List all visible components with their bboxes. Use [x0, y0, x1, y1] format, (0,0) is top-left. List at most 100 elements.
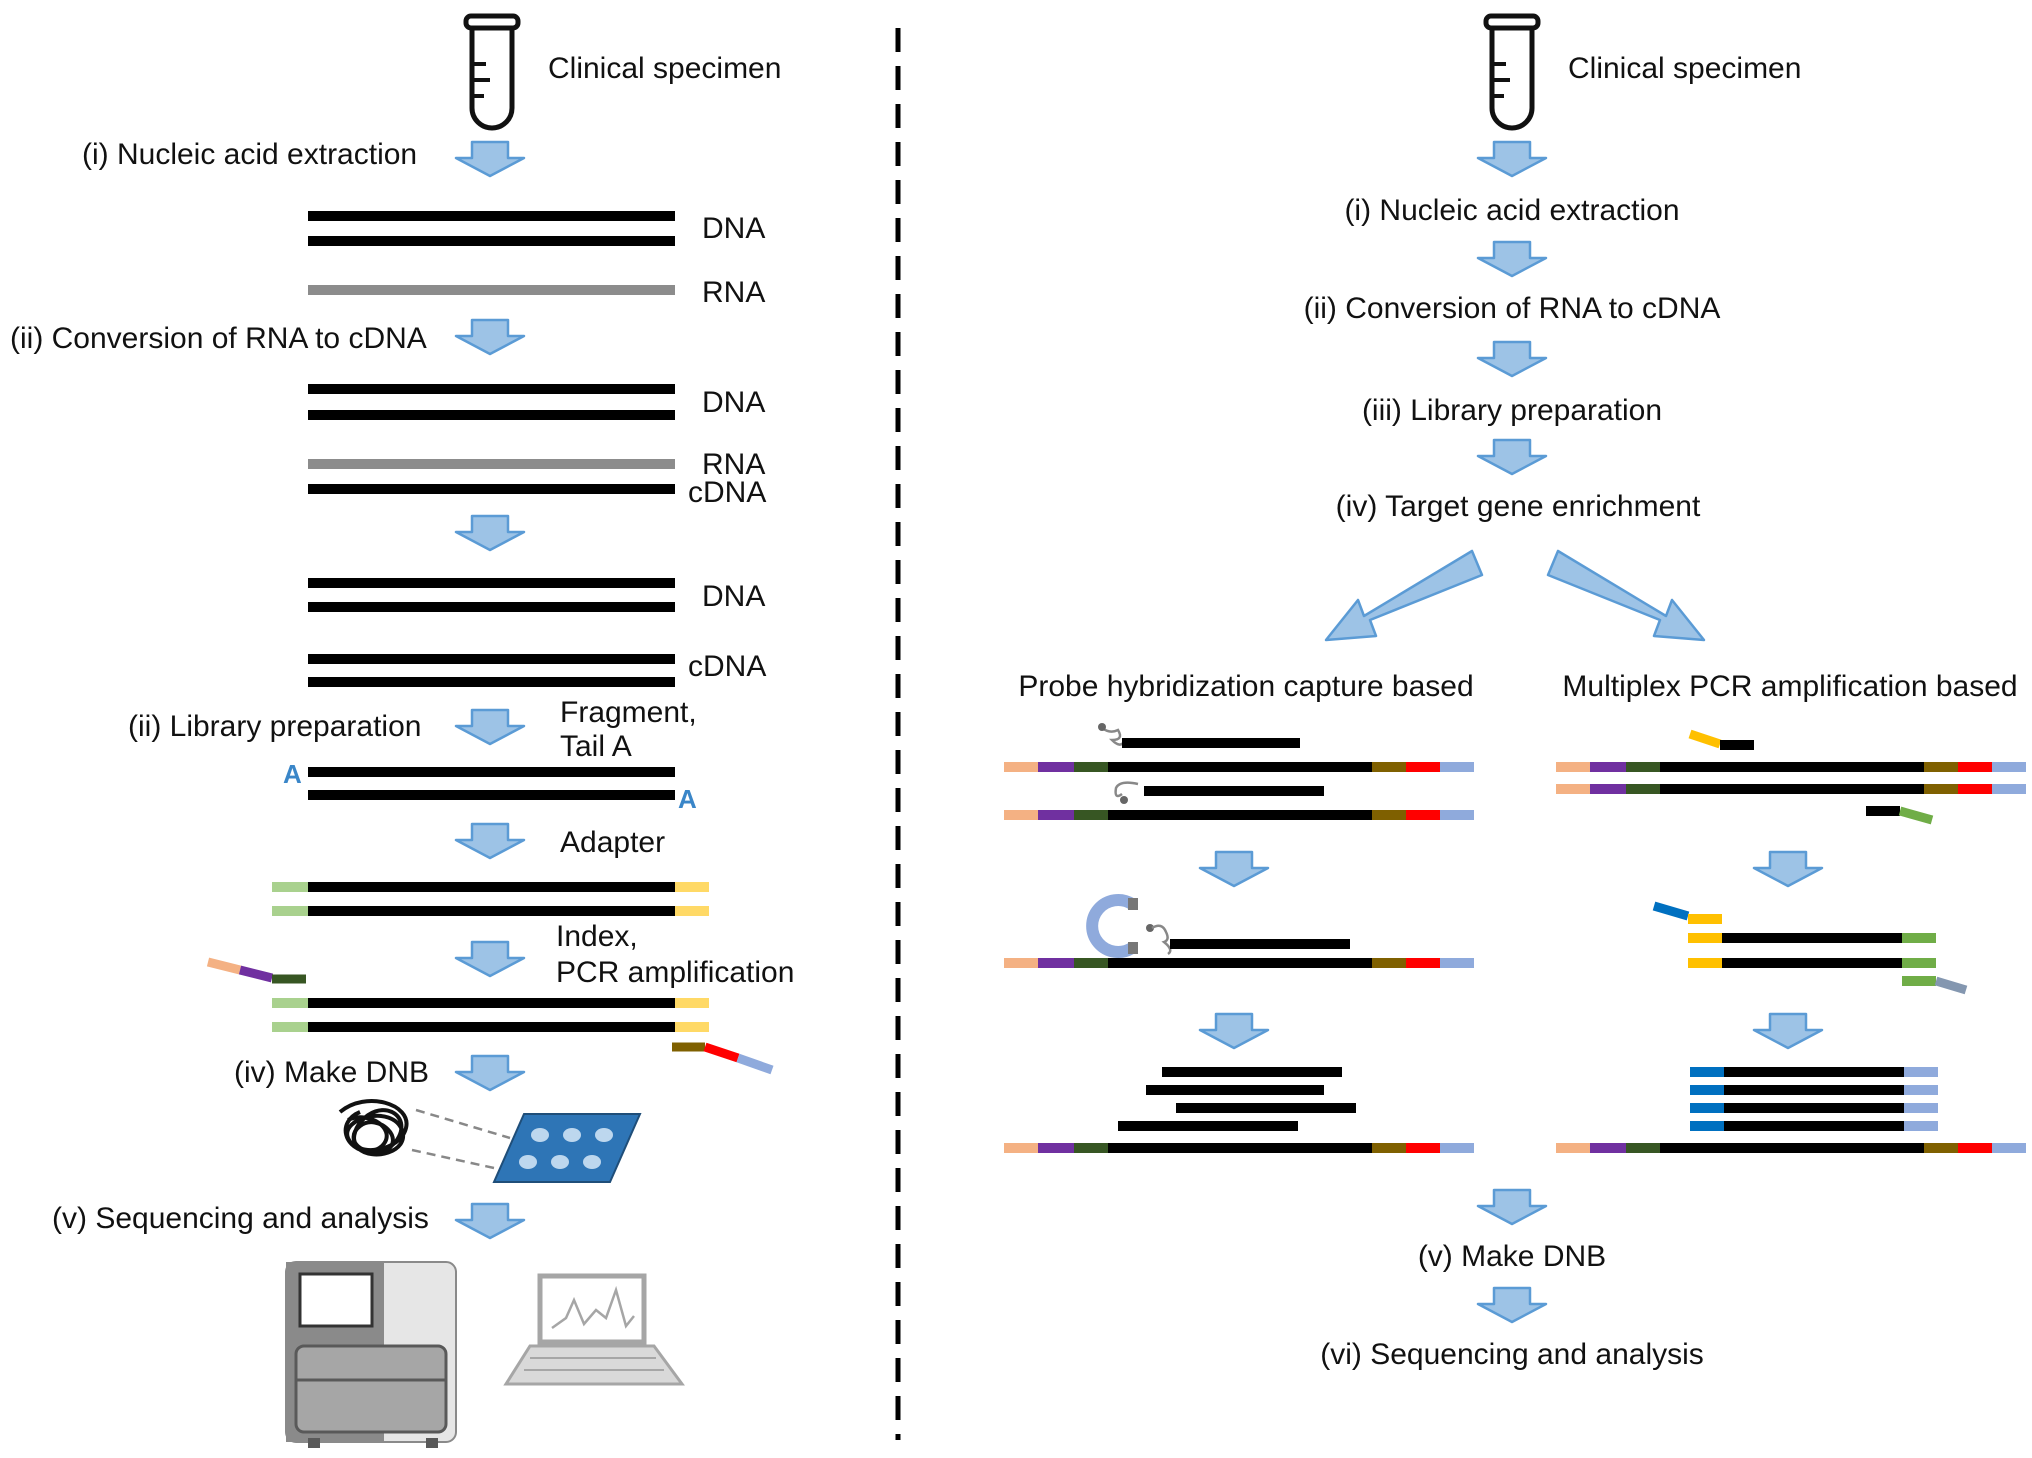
fragment-segment: [1108, 958, 1372, 968]
probe-tail: [1114, 781, 1139, 798]
fragment-segment: [1626, 784, 1660, 794]
right-step1-label: (i) Nucleic acid extraction: [1344, 194, 1679, 227]
adapter-right: [675, 998, 709, 1008]
dnb-ball-icon: [338, 1099, 409, 1157]
dna-strand: [308, 602, 675, 612]
rna-label: RNA: [702, 276, 765, 309]
fragment-segment: [1074, 958, 1108, 968]
library-fragment: [1004, 958, 1474, 968]
fragment-segment: [1372, 958, 1406, 968]
pcr-primer: [1688, 729, 1754, 750]
test-tube-icon: [466, 16, 518, 128]
fragment-segment: [1924, 784, 1958, 794]
left-step4-label: (iv) Make DNB: [234, 1056, 429, 1089]
library-fragment: [1004, 810, 1474, 820]
fragment-segment: [1556, 784, 1590, 794]
dna-label: DNA: [702, 580, 765, 613]
flow-arrow-icon: [1752, 850, 1824, 888]
fragment-segment: [1038, 958, 1074, 968]
captured-strand: [1146, 1085, 1324, 1095]
fragment-segment: [1406, 1143, 1440, 1153]
flow-arrow-icon: [454, 514, 526, 552]
fragment-segment: [1004, 810, 1038, 820]
fragment-segment: [1372, 1143, 1406, 1153]
probe-bead: [1098, 723, 1106, 731]
cdna-strand: [308, 677, 675, 687]
amplicon-segment: [1690, 1103, 1724, 1113]
fragment-segment: [1440, 810, 1474, 820]
amplicon-strand: [1722, 933, 1902, 943]
fragment-segment: [1440, 1143, 1474, 1153]
right-step3-label: (iii) Library preparation: [1362, 394, 1662, 427]
flow-arrow-icon: [1476, 1286, 1548, 1324]
amplicon-primer-right: [1902, 933, 1936, 943]
fragment-segment: [1004, 958, 1038, 968]
fragment-segment: [1556, 1143, 1590, 1153]
fragment-segment: [1992, 762, 2026, 772]
branch-arrow-right: [1546, 549, 1706, 642]
fragment-segment: [1372, 762, 1406, 772]
fragment-strand: [308, 790, 675, 800]
adapter-left: [272, 882, 308, 892]
adapter-label: Adapter: [560, 826, 665, 859]
test-tube-icon: [1486, 16, 1538, 128]
amplicon-primer-right: [1902, 958, 1936, 968]
adapter-right: [675, 1022, 709, 1032]
adapter-left: [272, 998, 308, 1008]
probe-strand: [1122, 738, 1300, 748]
fragment-segment: [1004, 762, 1038, 772]
index-primer: [206, 957, 306, 984]
library-fragments: [1004, 762, 2026, 1153]
probe-tail: [1101, 726, 1126, 746]
dna-strand: [308, 211, 675, 221]
pcr-amplification-label: PCR amplification: [556, 956, 794, 989]
library-fragment: [1556, 784, 2026, 794]
captured-strand: [1176, 1103, 1356, 1113]
library-fragment: [1556, 1143, 2026, 1153]
adapter-left: [272, 1022, 308, 1032]
fragment-segment: [1074, 762, 1108, 772]
fragment-segment: [1590, 1143, 1626, 1153]
fragment-segment: [1038, 810, 1074, 820]
pcr-primer: [1866, 806, 1934, 825]
dna-strand: [308, 578, 675, 588]
fragment-segment: [1074, 1143, 1108, 1153]
fragment-segment: [1660, 1143, 1924, 1153]
adapter-right: [675, 882, 709, 892]
rna-label: RNA: [702, 448, 765, 481]
flow-arrow-icon: [1476, 340, 1548, 378]
fragment-segment: [1108, 810, 1372, 820]
amplicon-primer-left: [1688, 933, 1722, 943]
flow-arrow-icon: [1752, 1012, 1824, 1050]
pcr-primer: [1902, 976, 1968, 995]
flow-arrow-icon: [454, 140, 526, 178]
probe-tail: [1151, 924, 1172, 956]
a-tail-marker: A: [283, 759, 302, 789]
flow-arrow-icon: [454, 708, 526, 746]
right-step6-label: (vi) Sequencing and analysis: [1320, 1338, 1704, 1371]
fragment-segment: [1992, 784, 2026, 794]
fragment-label: Fragment,: [560, 696, 697, 729]
multiplex-pcr-title: Multiplex PCR amplification based: [1562, 670, 2017, 703]
right-specimen-label: Clinical specimen: [1568, 52, 1801, 85]
dna-label: DNA: [702, 386, 765, 419]
sequencer-icon: [285, 1261, 457, 1448]
library-fragment: [1004, 1143, 1474, 1153]
fragment-segment: [1660, 784, 1924, 794]
pcr-primer: [1652, 901, 1722, 924]
flow-arrow-icon: [454, 318, 526, 356]
fragment-segment: [1626, 1143, 1660, 1153]
ligated-strand: [308, 998, 675, 1008]
left-step2-label: (ii) Conversion of RNA to cDNA: [10, 322, 427, 355]
flowcell-chip-icon: [492, 1113, 642, 1183]
fragment-segment: [1406, 762, 1440, 772]
amplicon-segment: [1690, 1085, 1724, 1095]
fragment-segment: [1038, 1143, 1074, 1153]
flow-arrow-icon: [1198, 850, 1270, 888]
adapter-right: [675, 906, 709, 916]
dna-strand: [308, 384, 675, 394]
dna-strand: [308, 236, 675, 246]
fragment-segment: [1440, 958, 1474, 968]
amplicon-segment: [1690, 1067, 1724, 1077]
